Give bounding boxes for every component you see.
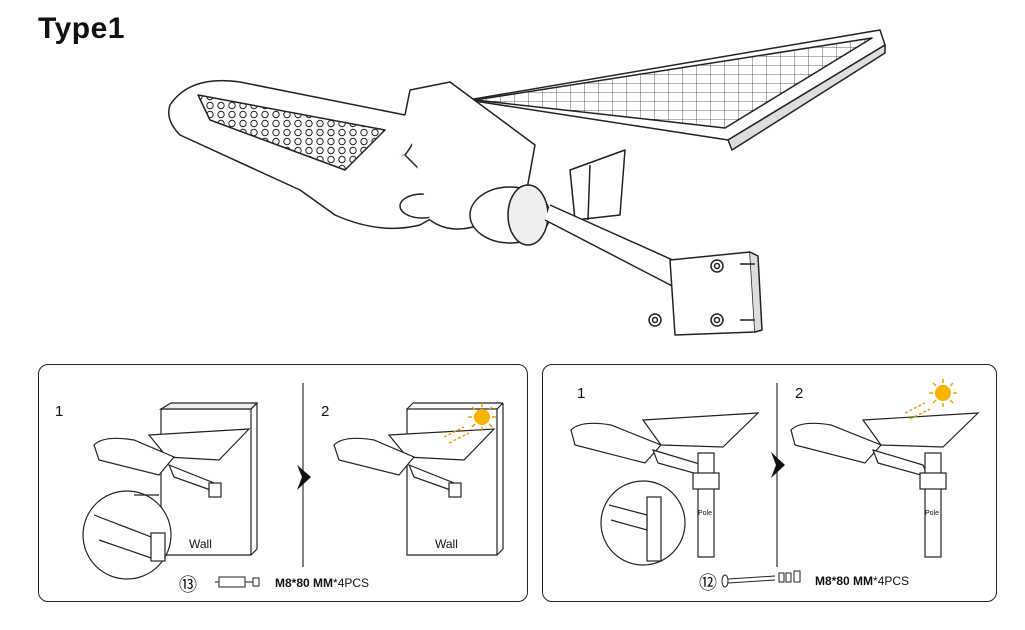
step-2-label: 2 bbox=[795, 385, 804, 402]
bolt-unit: MM bbox=[853, 574, 874, 588]
wall-mount-drawing bbox=[82, 383, 504, 588]
page-title: Type1 bbox=[38, 12, 125, 45]
bolt-size: M8*80 bbox=[275, 576, 310, 590]
solar-panel bbox=[467, 29, 886, 151]
step-1-label: 1 bbox=[55, 403, 64, 420]
pole-label: Pole bbox=[925, 510, 940, 517]
bolt-size: M8*80 bbox=[815, 574, 850, 588]
part-number: ⑫ bbox=[699, 573, 717, 593]
pole-mount-panel: 1 2 Pole Pole ⑫ M8*80 MM*4PCS bbox=[542, 364, 997, 602]
wall-bracket bbox=[648, 251, 763, 336]
pole-label: Pole bbox=[698, 510, 713, 517]
bolt-qty: *4PCS bbox=[333, 576, 370, 590]
part-number: ⑬ bbox=[179, 575, 197, 595]
sun-icon bbox=[904, 379, 957, 420]
solar-street-light-illustration bbox=[168, 29, 886, 336]
step-2-label: 2 bbox=[321, 403, 330, 420]
step-1-label: 1 bbox=[577, 385, 586, 402]
pole-mount-drawing bbox=[570, 379, 980, 588]
bolt-spec: M8*80 MM*4PCS bbox=[275, 576, 369, 590]
expansion-bolt-icon bbox=[215, 576, 260, 588]
wall-mount-panel: 1 2 Wall Wall ⑬ M8*80 MM*4PCS bbox=[38, 364, 528, 602]
wall-label: Wall bbox=[189, 537, 212, 551]
bolt-spec: M8*80 MM*4PCS bbox=[815, 574, 909, 588]
bolt-nut-icon bbox=[721, 570, 801, 588]
bolt-qty: *4PCS bbox=[873, 574, 910, 588]
wall-label: Wall bbox=[435, 537, 458, 551]
sun-icon bbox=[443, 403, 496, 444]
bolt-unit: MM bbox=[313, 576, 334, 590]
